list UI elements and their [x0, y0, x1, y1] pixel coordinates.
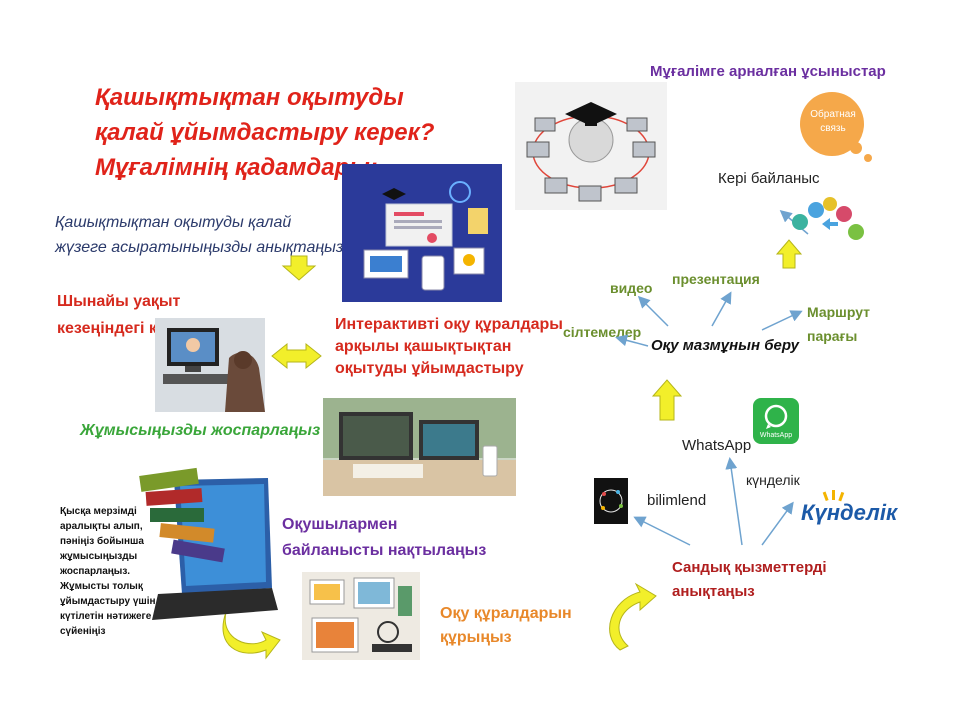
feedback-icons — [786, 196, 868, 244]
arrow-to-presentation — [711, 291, 732, 327]
video-call-photo — [155, 318, 265, 412]
presentation-label: презентация — [672, 271, 760, 287]
whatsapp-logo: WhatsApp — [753, 398, 799, 444]
step-plan-work: Жұмысыңызды жоспарлаңыз — [80, 422, 321, 439]
video-label: видео — [610, 280, 653, 296]
yellow-curved-arrow-right — [609, 582, 657, 651]
whatsapp-label: WhatsApp — [682, 437, 752, 454]
whatsapp-logo-text: WhatsApp — [759, 432, 793, 439]
feedback-speech-bubble: Обратная связь — [790, 88, 882, 168]
arrow-to-whatsapp — [725, 457, 743, 546]
digital-services-label: Сандық қызметтерді анықтаңыз — [672, 559, 827, 600]
yellow-down-arrow — [281, 255, 317, 281]
kundelik-logo: Күнделік — [801, 500, 898, 525]
yellow-double-arrow — [271, 342, 322, 370]
recommendations-heading: Мұғалімге арналған ұсыныстар — [650, 63, 886, 80]
kundelik-label: күнделік — [746, 472, 800, 488]
step-create-tools: Оқу құралдарын құрыңыз — [440, 605, 572, 646]
arrow-to-bilimland — [633, 516, 691, 546]
laptop-workspace-photo — [323, 398, 516, 496]
step-plan-detail: Қысқа мерзімді аралықты алып, пәніңіз бо… — [60, 506, 156, 637]
distance-learning-illustration — [342, 164, 502, 302]
step-interactive-tools: Интерактивті оқу құралдары арқылы қашықт… — [335, 316, 563, 377]
arrow-to-links — [615, 334, 649, 347]
bilimland-logo — [594, 478, 628, 524]
yellow-up-arrow-middle — [651, 379, 683, 421]
route-sheet-label: Маршрут парағы — [807, 304, 871, 344]
online-education-image — [515, 82, 667, 210]
feedback-label: Кері байланыс — [718, 170, 820, 187]
bubble-text: Обратная связь — [810, 109, 856, 134]
yellow-up-arrow-top — [775, 239, 803, 269]
laptop-books-image — [138, 460, 278, 630]
yellow-curved-arrow-left — [222, 611, 281, 660]
arrow-to-video — [637, 295, 669, 327]
desk-tools-photo — [302, 572, 420, 660]
step-clarify-contact: Оқушылармен байланысты нақтылаңыз — [282, 516, 487, 559]
kundelik-logo-sparks — [822, 490, 845, 502]
bilimland-label: bilimlend — [647, 492, 707, 509]
content-delivery-label: Оқу мазмұнын беру — [651, 337, 799, 354]
page-title: Қашықтықтан оқытуды қалай ұйымдастыру ке… — [95, 84, 435, 181]
arrow-to-route — [761, 310, 803, 331]
arrow-to-kundelik — [761, 501, 794, 546]
step-define-method: Қашықтықтан оқытуды қалай жүзеге асыраты… — [55, 214, 344, 256]
